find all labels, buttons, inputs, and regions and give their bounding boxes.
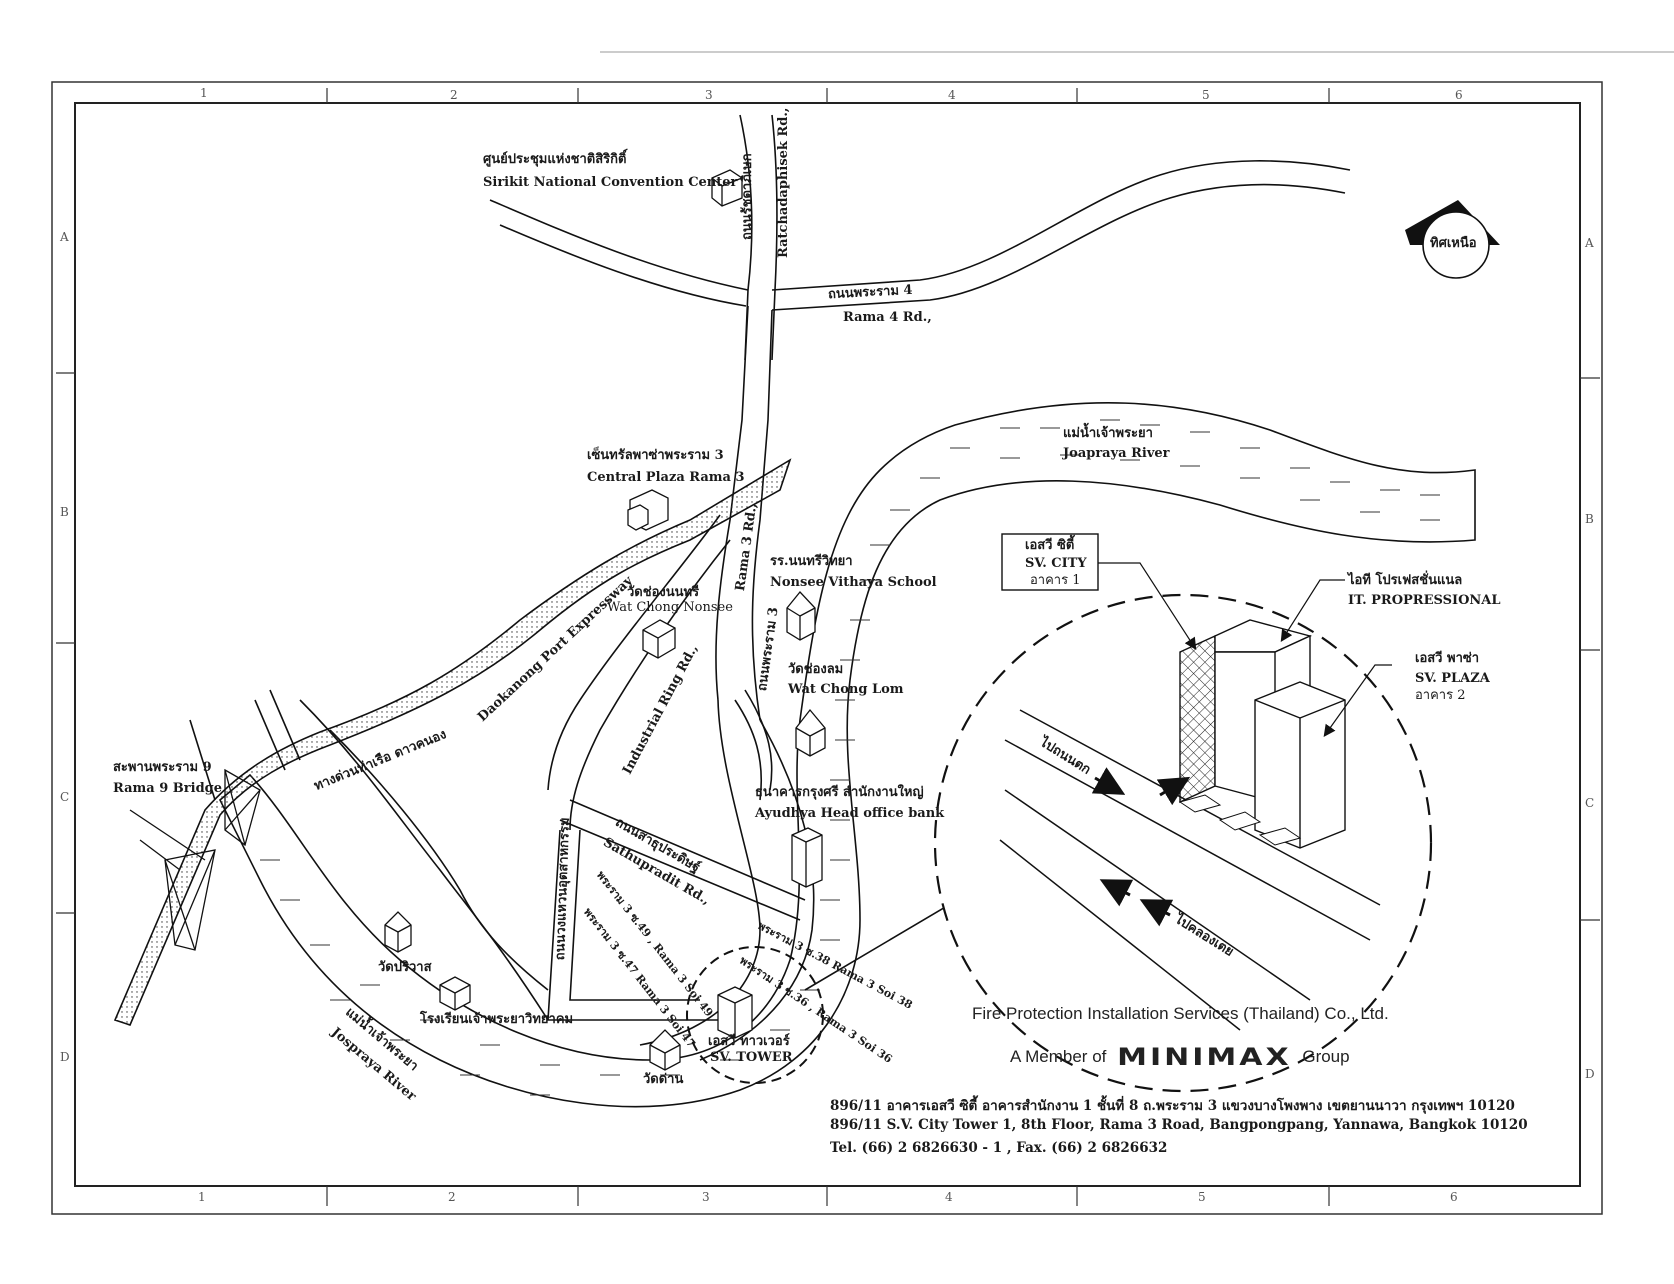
ayudhya-en: Ayudhya Head office bank <box>755 806 945 821</box>
grid-row-b-left: B <box>60 505 69 519</box>
river-top-en: Joapraya River <box>1063 446 1170 461</box>
ratchada-label-th: ถนนรัชดาภิเษก <box>740 153 755 240</box>
rama9-bridge-th: สะพานพระราม 9 <box>113 760 212 775</box>
grid-row-d-left: D <box>60 1050 70 1064</box>
sv-city-label-box <box>1001 533 1099 591</box>
it-professional-th: ไอที โปรเฟสชั่นแนล <box>1348 573 1463 588</box>
nonsee-school-th: รร.นนทรีวิทยา <box>770 554 853 569</box>
grid-col-1-bottom: 1 <box>198 1190 206 1204</box>
north-label: ทิศเหนือ <box>1430 236 1477 251</box>
central-label-en: Central Plaza Rama 3 <box>587 470 745 485</box>
address-th: 896/11 อาคารเอสวี ซิตี้ อาคารสำนักงาน 1 … <box>830 1098 1515 1114</box>
wat-pariwat-label: วัดปริวาส <box>378 960 432 975</box>
wat-dan-label: วัดด่าน <box>643 1072 684 1087</box>
wat-chong-nonsee-en: Wat Chong Nonsee <box>607 600 733 615</box>
ratchada-right <box>771 114 778 361</box>
member-prefix: A Member of <box>1010 1046 1107 1066</box>
sv-plaza-bldg: อาคาร 2 <box>1415 688 1466 703</box>
company-name: Fire Protection Installation Services (T… <box>972 1004 1389 1023</box>
daokanong-expressway <box>113 458 792 1026</box>
sv-city-label-th: เอสวี ซิตี้ <box>1025 538 1075 553</box>
grid-col-1-top: 1 <box>200 86 208 100</box>
rama9-bridge <box>129 768 261 951</box>
grid-col-3-bottom: 3 <box>702 1190 710 1204</box>
grid-row-d-right: D <box>1585 1067 1595 1081</box>
grid-col-5-top: 5 <box>1202 88 1210 102</box>
sv-city-label-bldg: อาคาร 1 <box>1030 573 1081 588</box>
chao-phraya-river <box>219 402 1476 1108</box>
member-suffix: Group <box>1302 1046 1350 1066</box>
river-top-th: แม่น้ำเจ้าพระยา <box>1063 426 1153 441</box>
grid-col-4-top: 4 <box>948 88 956 102</box>
grid-ticks <box>56 88 1600 1206</box>
ratchada-label-en: Ratchadaphisek Rd., <box>776 107 791 258</box>
grid-col-2-top: 2 <box>450 88 458 102</box>
member-line: A Member of MINIMAX Group <box>1010 1040 1350 1075</box>
grid-col-5-bottom: 5 <box>1198 1190 1206 1204</box>
sv-tower-label-en: SV. TOWER <box>710 1050 793 1065</box>
sv-plaza-th: เอสวี พาซ่า <box>1415 651 1480 666</box>
buildings <box>384 169 826 1071</box>
grid-row-c-right: C <box>1585 796 1595 810</box>
contact-line: Tel. (66) 2 6826630 - 1 , Fax. (66) 2 68… <box>830 1140 1168 1156</box>
sv-tower-label-th: เอสวี ทาวเวอร์ <box>708 1034 790 1049</box>
it-professional-en: IT. PROPRESSIONAL <box>1348 593 1501 608</box>
grid-col-4-bottom: 4 <box>945 1190 953 1204</box>
school-chaophraya-label: โรงเรียนเจ้าพระยาวิทยาคม <box>420 1012 574 1027</box>
grid-row-b-right: B <box>1585 512 1594 526</box>
sv-plaza-en: SV. PLAZA <box>1415 671 1490 686</box>
river-dashes <box>260 419 1440 1096</box>
grid-row-a-left: A <box>60 230 69 244</box>
sirikit-label-en: Sirikit National Convention Center <box>483 175 738 190</box>
minimax-logo: MINIMAX <box>1117 1043 1292 1072</box>
sv-city-label-en: SV. CITY <box>1025 556 1087 571</box>
grid-row-c-left: C <box>60 790 70 804</box>
outer-frame <box>51 81 1603 1215</box>
grid-col-2-bottom: 2 <box>448 1190 456 1204</box>
address-en: 896/11 S.V. City Tower 1, 8th Floor, Ram… <box>830 1117 1528 1133</box>
ayudhya-th: ธนาคารกรุงศรี สำนักงานใหญ่ <box>755 785 924 800</box>
inset-detail <box>933 533 1433 1093</box>
grid-col-3-top: 3 <box>705 88 713 102</box>
north-arrow <box>1405 200 1500 279</box>
grid-col-6-bottom: 6 <box>1450 1190 1458 1204</box>
sirikit-label-th: ศูนย์ประชุมแห่งชาติสิริกิติ์ <box>483 152 627 167</box>
wat-chong-lom-th: วัดช่องลม <box>788 662 844 677</box>
wat-chong-lom-en: Wat Chong Lom <box>788 682 904 697</box>
rama4-label-en: Rama 4 Rd., <box>843 310 932 325</box>
grid-row-a-right: A <box>1585 236 1594 250</box>
ratchada-left <box>739 114 753 361</box>
roads <box>189 114 1351 1061</box>
rama9-bridge-en: Rama 9 Bridge <box>113 781 223 796</box>
nonsee-school-en: Nonsee Vithaya School <box>770 575 937 590</box>
grid-col-6-top: 6 <box>1455 88 1463 102</box>
wat-chong-nonsee-th: วัดช่องนนทรี <box>627 585 700 600</box>
central-label-th: เซ็นทรัลพาซ่าพระราม 3 <box>587 448 724 463</box>
